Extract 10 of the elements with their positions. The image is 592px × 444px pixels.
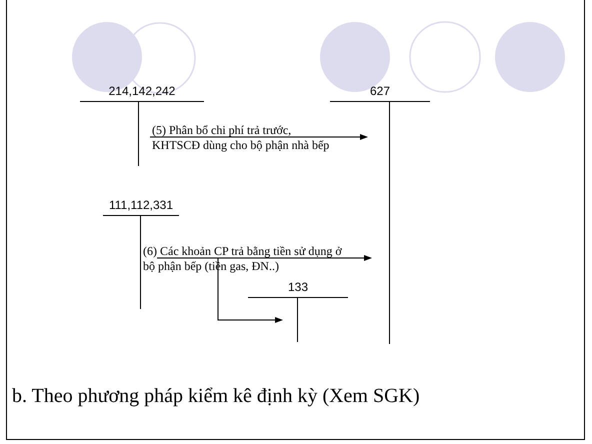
note-text: b. Theo phương pháp kiểm kê định kỳ (Xem SGK) (12, 385, 420, 408)
t-account (248, 280, 348, 342)
account-number: 111,112,331 (108, 198, 174, 212)
edge-label: (5) Phân bổ chi phí trả trước, KHTSCĐ dùng cho bộ phận nhà bếp (152, 123, 330, 153)
arrow (150, 134, 368, 140)
arrow (218, 258, 283, 323)
account-number: 133 (286, 280, 310, 294)
arrow (156, 255, 372, 261)
account-number: 627 (368, 84, 392, 98)
account-number: 214,142,242 (108, 84, 176, 98)
